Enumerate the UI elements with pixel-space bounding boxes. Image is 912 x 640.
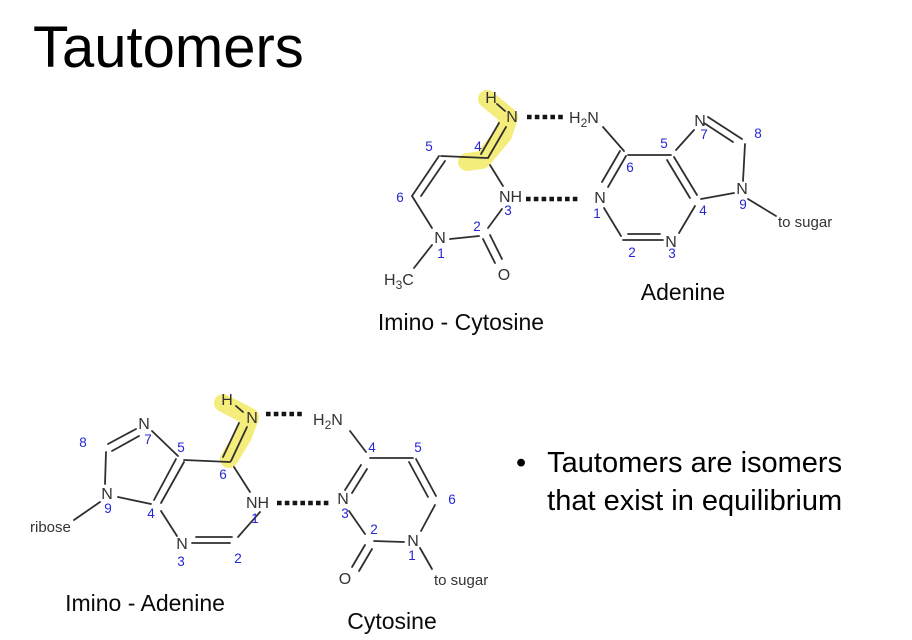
pos-1: 1 — [593, 206, 601, 221]
pos-8: 8 — [79, 435, 87, 450]
pos-6: 6 — [626, 160, 634, 175]
n3-label: N — [337, 491, 349, 508]
pos-4: 4 — [474, 139, 482, 154]
to-sugar-label: to sugar — [434, 572, 488, 589]
o2-label: O — [498, 267, 510, 284]
top-base-pair: H N NH N O H3C 5 4 6 1 2 3 — [384, 90, 832, 292]
methyl-label: H3C — [384, 272, 414, 292]
pos-7: 7 — [144, 432, 152, 447]
pos-5: 5 — [414, 440, 422, 455]
pos-2: 2 — [370, 522, 378, 537]
n1h-label: NH — [246, 495, 269, 512]
n9-label: N — [101, 486, 113, 503]
n7-label: N — [694, 113, 706, 130]
imino-adenine-structure: H N NH N N N ribose 8 7 5 4 9 6 1 2 3 — [30, 392, 269, 569]
amino-label: H2N — [313, 412, 343, 432]
pos-4: 4 — [368, 440, 376, 455]
pos-1: 1 — [408, 548, 416, 563]
pos-1: 1 — [437, 246, 445, 261]
pos-5: 5 — [177, 440, 185, 455]
bottom-base-pair: H N NH N N N ribose 8 7 5 4 9 6 1 2 3 — [30, 392, 488, 589]
n3-label: N — [665, 234, 677, 251]
cytosine-label: Cytosine — [347, 608, 437, 634]
amino-label: H2N — [569, 110, 599, 130]
pos-3: 3 — [504, 203, 512, 218]
pos-9: 9 — [104, 501, 112, 516]
pos-1: 1 — [251, 511, 259, 526]
pos-4: 4 — [147, 506, 155, 521]
pos-3: 3 — [341, 506, 349, 521]
bullet-marker: • — [516, 447, 527, 479]
bullet-text: Tautomers are isomers that exist in equi… — [547, 444, 842, 520]
adenine-structure: H2N N N N N to sugar 6 1 2 3 4 5 7 8 9 — [569, 110, 832, 261]
pos-6: 6 — [448, 492, 456, 507]
ribose-label: ribose — [30, 519, 71, 536]
pos-8: 8 — [754, 126, 762, 141]
n9-label: N — [736, 181, 748, 198]
pos-7: 7 — [700, 127, 708, 142]
n3h-label: NH — [499, 189, 522, 206]
pos-3: 3 — [177, 554, 185, 569]
bullet-line-1: Tautomers are isomers — [547, 447, 843, 479]
to-sugar-label: to sugar — [778, 214, 832, 231]
bullet-item: • Tautomers are isomers that exist in eq… — [516, 444, 842, 520]
cytosine-structure: H2N N N O to sugar 4 5 6 1 2 3 — [313, 412, 488, 589]
pos-6: 6 — [219, 467, 227, 482]
pos-2: 2 — [628, 245, 636, 260]
adenine-label: Adenine — [640, 279, 726, 305]
imino-highlight — [458, 90, 518, 171]
n3-label: N — [176, 536, 188, 553]
n7-label: N — [138, 416, 150, 433]
imino-h-label: H — [485, 90, 497, 107]
imino-h-label: H — [221, 392, 233, 409]
n1-label: N — [594, 190, 606, 207]
n1-label: N — [434, 230, 446, 247]
bullet-line-2: that exist in equilibrium — [547, 485, 843, 517]
imino-adenine-label: Imino - Adenine — [65, 590, 225, 616]
pos-4: 4 — [699, 203, 707, 218]
imino-n-label: N — [506, 109, 518, 126]
pos-3: 3 — [668, 246, 676, 261]
pos-5: 5 — [425, 139, 433, 154]
pos-2: 2 — [234, 551, 242, 566]
o2-label: O — [339, 571, 351, 588]
n1-label: N — [407, 533, 419, 550]
imino-n-label: N — [246, 410, 258, 427]
pos-6: 6 — [396, 190, 404, 205]
imino-cytosine-structure: H N NH N O H3C 5 4 6 1 2 3 — [384, 90, 522, 292]
pos-9: 9 — [739, 197, 747, 212]
slide-title: Tautomers — [33, 15, 304, 80]
pos-2: 2 — [473, 219, 481, 234]
pos-5: 5 — [660, 136, 668, 151]
imino-cytosine-label: Imino - Cytosine — [377, 309, 545, 335]
